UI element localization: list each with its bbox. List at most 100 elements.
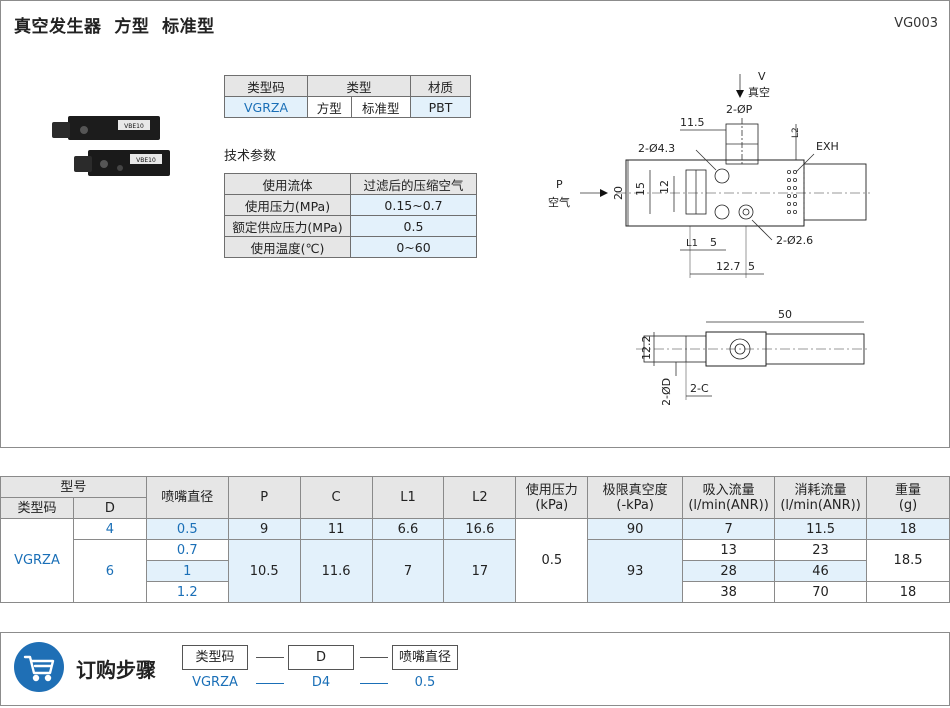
page-title: 真空发生器 方型 标准型: [14, 17, 215, 37]
technical-drawing: V 真空 2-ØP 11.5 L2 2-Ø4.3 EXH P 空气 20 15 …: [548, 70, 870, 405]
dim-2-dia-4-3: 2-Ø4.3: [638, 142, 675, 155]
type-code-header: 类型码: [224, 75, 308, 97]
label-vacuum: 真空: [748, 85, 770, 99]
suction-cell: 28: [682, 560, 776, 582]
header-consumption: 消耗流量 (l/min(ANR)): [774, 476, 868, 519]
dim-20: 20: [612, 186, 625, 200]
order-type-code-value: VGRZA: [192, 675, 238, 690]
order-d-box: D: [288, 645, 354, 670]
order-separator: [360, 657, 388, 658]
fluid-label: 使用流体: [224, 173, 351, 195]
c-cell: 11.6: [299, 539, 373, 603]
weight-cell: 18: [866, 581, 950, 603]
nozzle-cell: 1: [145, 560, 229, 582]
fluid-value: 过滤后的压缩空气: [350, 173, 477, 195]
unit-label-front: VBE10: [136, 157, 156, 164]
tech-params-table: 使用流体 过滤后的压缩空气 使用压力(MPa) 0.15~0.7 额定供应压力(…: [224, 173, 477, 258]
exhaust-hole: [738, 204, 754, 220]
dim-50: 50: [778, 308, 792, 321]
p-cell: 10.5: [227, 539, 301, 603]
cart-icon: [14, 642, 64, 692]
dim-5a: 5: [710, 236, 717, 249]
order-d-value: D4: [311, 675, 331, 690]
dim-11-5: 11.5: [680, 116, 705, 129]
mount-hole-top: [714, 168, 730, 184]
tech-params-title: 技术参数: [224, 149, 277, 164]
table-row: 1.2 38 70 18: [1, 581, 950, 603]
type-header: 类型: [307, 75, 411, 97]
product-photo: VBE10 VBE10: [52, 116, 170, 176]
dim-12-2: 12.2: [640, 336, 653, 361]
vacuum-generator-unit-front: VBE10: [74, 150, 170, 176]
vacuum-generator-unit-back: VBE10: [52, 116, 160, 140]
header-p: P: [227, 476, 301, 519]
model-cell: VGRZA: [0, 518, 74, 603]
vacuum-cell: 93: [587, 539, 684, 603]
page-code: VG003: [894, 16, 938, 31]
mount-hole-bottom: [714, 204, 730, 220]
order-type-code-box: 类型码: [182, 645, 248, 670]
material-header: 材质: [410, 75, 471, 97]
standard-cell: 标准型: [350, 96, 411, 118]
unit-label-back: VBE10: [124, 123, 144, 130]
p-cell: 9: [227, 518, 301, 540]
nozzle-cell: 0.7: [145, 539, 229, 561]
suction-cell: 7: [682, 518, 776, 540]
suction-cell: 13: [682, 539, 776, 561]
silencer-outline: [803, 163, 867, 221]
label-2-dia-p: 2-ØP: [726, 103, 753, 116]
header-weight: 重量 (g): [866, 476, 950, 519]
exhaust-vents: [786, 170, 797, 214]
vacuum-arrow: [736, 74, 744, 98]
temperature-value: 0~60: [350, 236, 477, 258]
type-code-cell: VGRZA: [224, 96, 308, 118]
suction-cell: 38: [682, 581, 776, 603]
shape-cell: 方型: [307, 96, 352, 118]
consumption-cell: 11.5: [774, 518, 868, 540]
l1-cell: 6.6: [371, 518, 445, 540]
dim-l1: L1: [686, 238, 698, 249]
material-cell: PBT: [410, 96, 471, 118]
consumption-cell: 23: [774, 539, 868, 561]
dim-12: 12: [658, 180, 671, 194]
model-spec-table: 型号 喷嘴直径 P C L1 L2 使用压力 (kPa) 极限真空度 (-kPa…: [0, 476, 950, 603]
pressure-cell: 0.5: [515, 518, 589, 603]
order-nozzle-box: 喷嘴直径: [392, 645, 458, 670]
pressure-label: 使用压力(MPa): [224, 194, 351, 216]
header-suction: 吸入流量 (l/min(ANR)): [682, 476, 776, 519]
d-cell: 6: [72, 539, 147, 603]
l1-cell: 7: [371, 539, 445, 603]
l2-cell: 17: [443, 539, 517, 603]
header-model-group: 型号: [0, 476, 147, 498]
label-p: P: [556, 178, 563, 191]
type-table: 类型码 类型 材质 VGRZA 方型 标准型 PBT: [224, 75, 471, 118]
pressure-value: 0.15~0.7: [350, 194, 477, 216]
dim-2-dia-2-6: 2-Ø2.6: [776, 234, 813, 247]
header-type-code: 类型码: [0, 497, 74, 519]
order-value-separator: [256, 683, 284, 684]
dim-12-7: 12.7: [716, 260, 741, 273]
temperature-label: 使用温度(℃): [224, 236, 351, 258]
order-nozzle-value: 0.5: [414, 675, 436, 690]
d-cell: 4: [72, 518, 147, 540]
weight-cell: 18.5: [866, 539, 950, 582]
header-nozzle: 喷嘴直径: [145, 476, 229, 519]
label-air: 空气: [548, 195, 570, 209]
nozzle-cell: 0.5: [145, 518, 229, 540]
l2-cell: 16.6: [443, 518, 517, 540]
rated-pressure-value: 0.5: [350, 215, 477, 237]
label-v: V: [758, 70, 766, 83]
dim-2-c: 2-C: [690, 382, 709, 395]
header-d: D: [72, 497, 147, 519]
header-l1: L1: [371, 476, 445, 519]
order-value-separator: [360, 683, 388, 684]
header-l2: L2: [443, 476, 517, 519]
order-separator: [256, 657, 284, 658]
order-steps-title: 订购步骤: [76, 658, 156, 682]
header-pressure: 使用压力 (kPa): [515, 476, 589, 519]
dim-15: 15: [634, 182, 647, 196]
nozzle-cell: 1.2: [145, 581, 229, 603]
vacuum-cell: 90: [587, 518, 684, 540]
dim-5b: 5: [748, 260, 755, 273]
table-row: VGRZA 4 0.5 9 11 6.6 16.6 0.5 90 7 11.5 …: [0, 518, 950, 603]
